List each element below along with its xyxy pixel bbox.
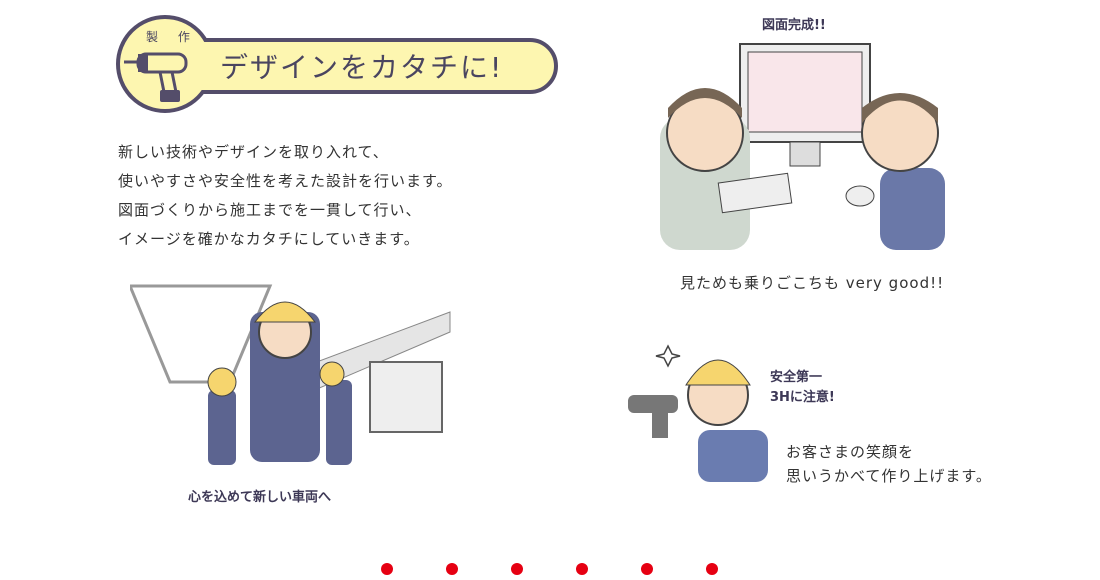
intro-line: 図面づくりから施工までを一貫して行い、 (118, 201, 422, 219)
intro-line: 新しい技術やデザインを取り入れて、 (118, 143, 389, 161)
pagination-dot-6[interactable] (706, 563, 718, 575)
pagination-dot-4[interactable] (576, 563, 588, 575)
caption-comfort: 見ためも乗りごこちも very good!! (680, 274, 945, 292)
caption-safety: 安全第一 3Hに注意! (770, 368, 835, 408)
smile-line: 思いうかべて作り上げます。 (786, 467, 992, 485)
intro-text: 新しい技術やデザインを取り入れて、 使いやすさや安全性を考えた設計を行います。 … (118, 138, 453, 254)
caption-drawing-done: 図面完成!! (762, 18, 826, 33)
pagination-dot-5[interactable] (641, 563, 653, 575)
safety-line: 安全第一 (770, 370, 823, 385)
caption-heart: 心を込めて新しい車両へ (188, 490, 332, 505)
pagination-dot-2[interactable] (446, 563, 458, 575)
caption-smile: お客さまの笑顔を 思いうかべて作り上げます。 (786, 440, 992, 488)
section-title: デザインをカタチに! (220, 51, 504, 84)
intro-line: 使いやすさや安全性を考えた設計を行います。 (118, 172, 453, 190)
section-label: 製 作 (146, 30, 198, 44)
worker-drill-illustration (628, 344, 768, 482)
safety-line: 3Hに注意! (770, 390, 835, 405)
pagination-dot-3[interactable] (511, 563, 523, 575)
workers-train-illustration (130, 284, 451, 465)
smile-line: お客さまの笑顔を (786, 443, 915, 461)
drill-icon (124, 52, 188, 102)
designers-illustration (660, 43, 945, 250)
pagination-dot-1[interactable] (381, 563, 393, 575)
intro-line: イメージを確かなカタチにしていきます。 (118, 230, 420, 248)
banner-joint (196, 42, 226, 90)
